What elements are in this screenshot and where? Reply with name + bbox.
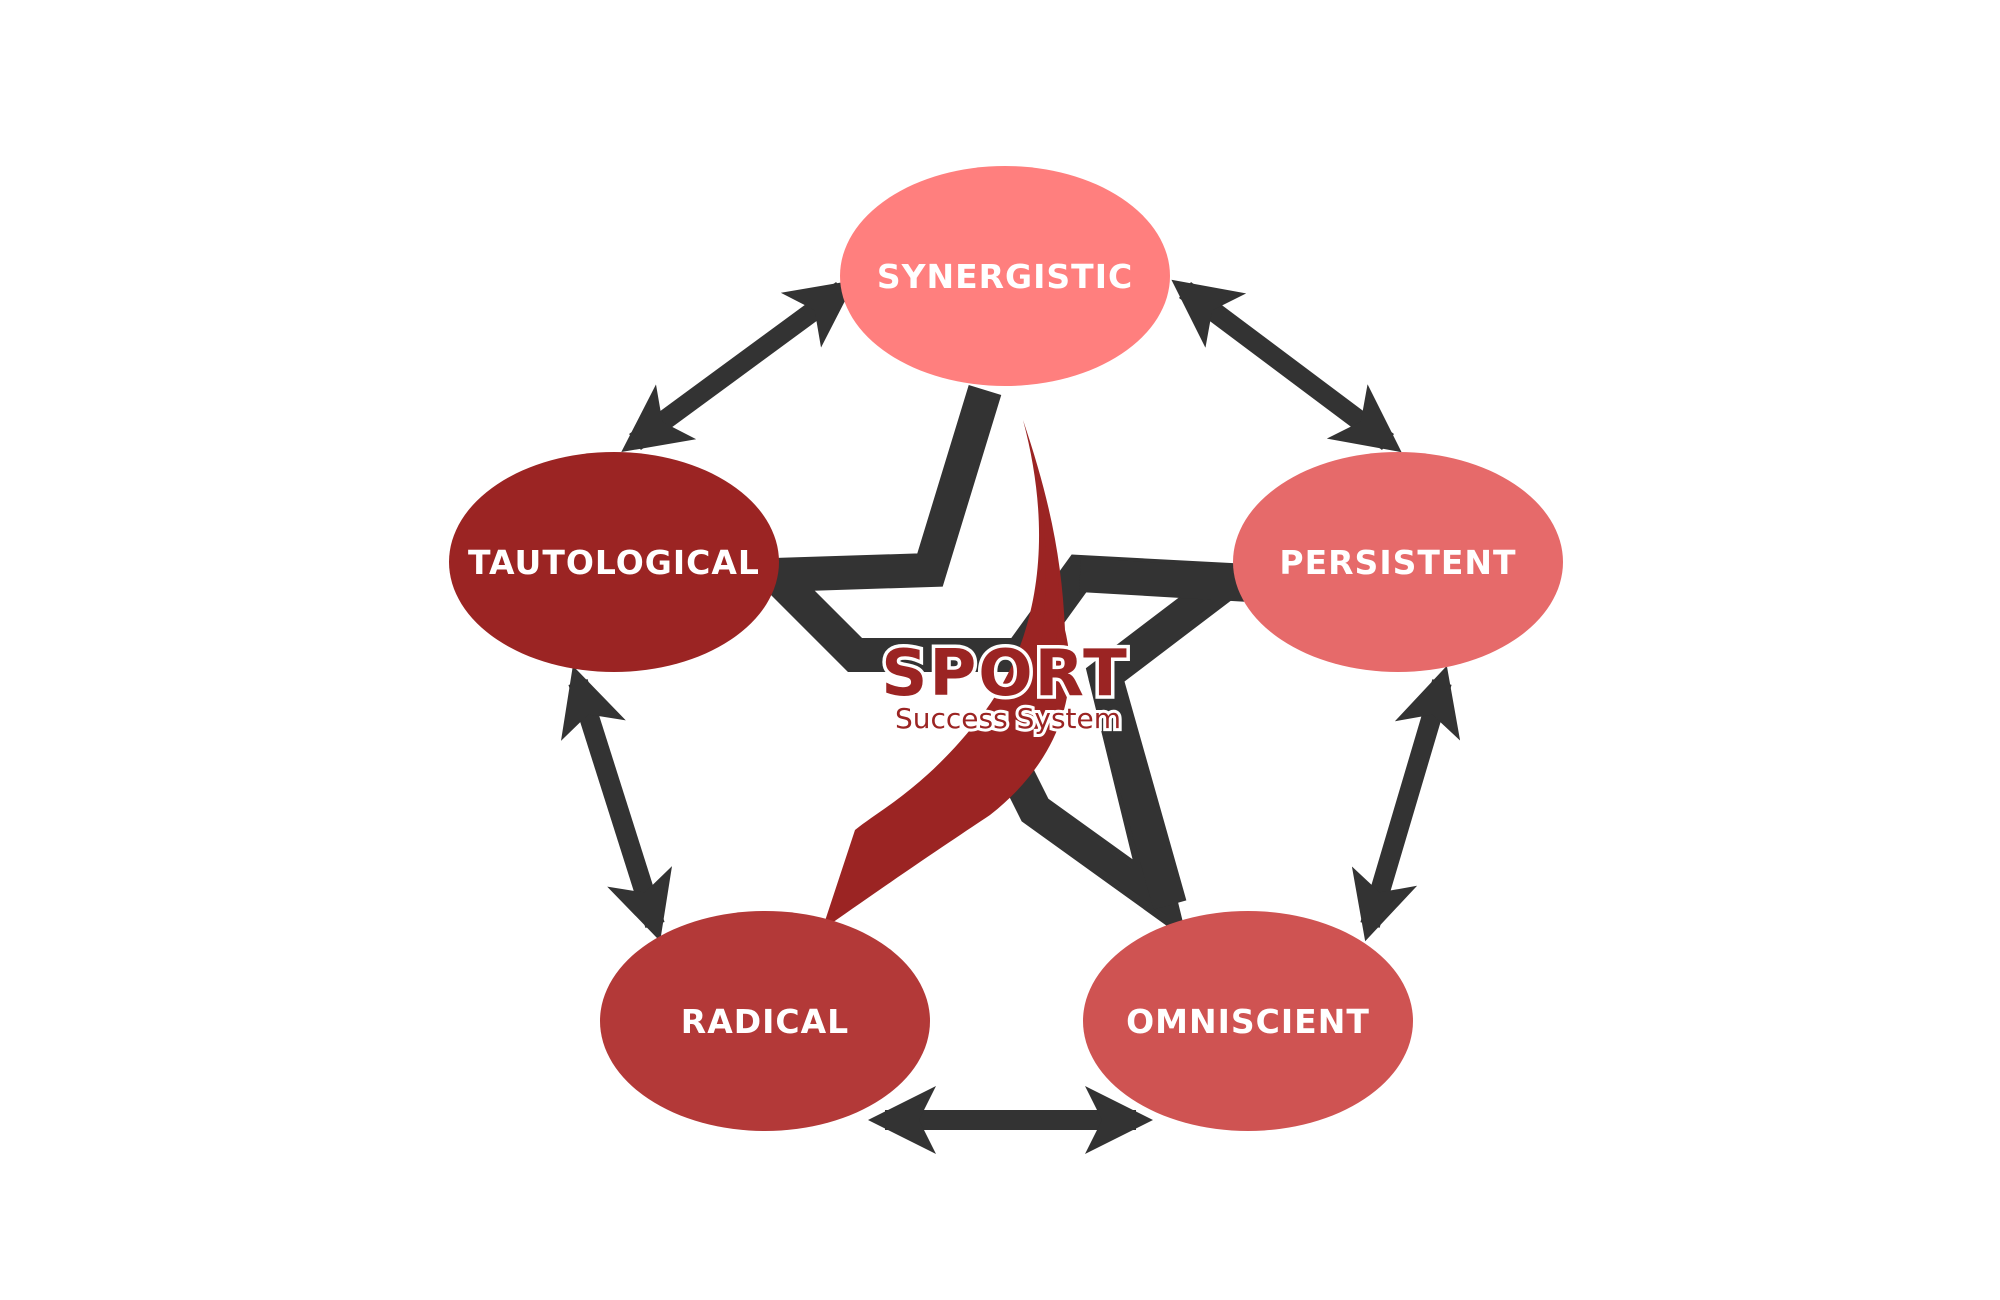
node-ellipse (1233, 452, 1563, 672)
connector-arrows (560, 279, 1461, 1155)
swoosh-main (822, 420, 1070, 930)
node-ellipse (600, 911, 930, 1131)
node-ellipse (1083, 911, 1413, 1131)
node-ellipse (449, 452, 779, 672)
node-label-omniscient: OMNISCIENT (1126, 1002, 1370, 1041)
star-ray-lower (1088, 670, 1187, 910)
node-omniscient: OMNISCIENT (1083, 911, 1413, 1131)
node-synergistic: SYNERGISTIC (840, 166, 1170, 386)
node-label-tautological: TAUTOLOGICAL (468, 543, 760, 582)
node-label-radical: RADICAL (681, 1002, 849, 1041)
star-path (735, 385, 1278, 941)
node-persistent: PERSISTENT (1233, 452, 1563, 672)
logo-title: SPORT (881, 637, 1128, 711)
node-radical: RADICAL (600, 911, 930, 1131)
center-logo: SPORT Success System (878, 634, 1130, 739)
logo-swoosh (822, 420, 1070, 930)
arrow-radical-tautological (560, 665, 673, 942)
logo-subtitle: Success System (895, 702, 1121, 735)
arrow-synergistic-tautological (621, 279, 856, 453)
swoosh-inner (1028, 520, 1059, 700)
star-outline (735, 385, 1278, 941)
node-tautological: TAUTOLOGICAL (449, 452, 779, 672)
arrow-synergistic-persistent (1171, 279, 1402, 453)
node-label-persistent: PERSISTENT (1279, 543, 1516, 582)
node-ellipse (840, 166, 1170, 386)
arrow-persistent-omniscient (1351, 665, 1461, 942)
node-label-synergistic: SYNERGISTIC (877, 257, 1133, 296)
star-ray-right (1079, 558, 1251, 602)
